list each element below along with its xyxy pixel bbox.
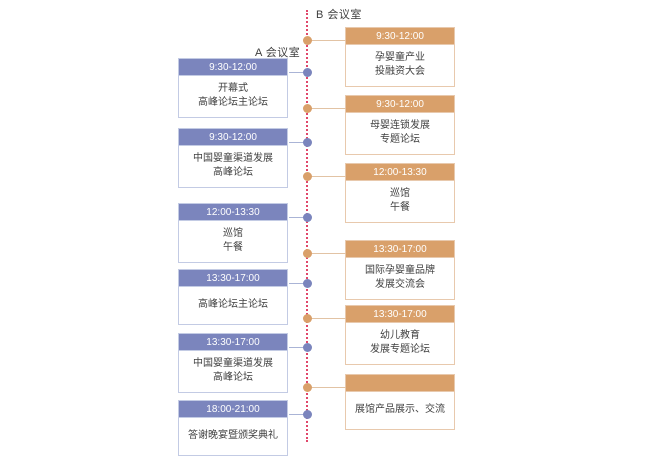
event-time: 9:30-12:00 [346, 96, 454, 113]
connector-right-5 [311, 318, 346, 319]
event-title: 中国婴童渠道发展 高峰论坛 [179, 351, 287, 392]
event-title-line: 答谢晚宴暨颁奖典礼 [188, 430, 278, 441]
event-title-line: 孕婴童产业 [375, 52, 425, 63]
event-card-right-2[interactable]: 9:30-12:00 母婴连锁发展 专题论坛 [345, 95, 455, 155]
connector-left-6 [289, 414, 308, 415]
event-card-right-1[interactable]: 9:30-12:00 孕婴童产业 投融资大会 [345, 27, 455, 87]
event-title-line: 高峰论坛 [213, 372, 253, 383]
connector-left-5 [289, 347, 308, 348]
event-title: 中国婴童渠道发展 高峰论坛 [179, 146, 287, 187]
event-time: 9:30-12:00 [179, 59, 287, 76]
event-title: 巡馆 午餐 [179, 221, 287, 262]
event-title: 孕婴童产业 投融资大会 [346, 45, 454, 86]
event-time: 12:00-13:30 [179, 204, 287, 221]
connector-right-6 [311, 387, 346, 388]
event-time: 13:30-17:00 [179, 270, 287, 287]
event-time: 18:00-21:00 [179, 401, 287, 418]
event-title: 展馆产品展示、交流 [346, 392, 454, 429]
event-card-right-5[interactable]: 13:30-17:00 幼儿教育 发展专题论坛 [345, 305, 455, 365]
timeline-dot-right-3 [303, 172, 312, 181]
timeline-dot-left-5 [303, 343, 312, 352]
event-title-line: 开幕式 [218, 83, 248, 94]
event-time [346, 375, 454, 392]
event-title-line: 高峰论坛主论坛 [198, 97, 268, 108]
timeline-dot-left-2 [303, 138, 312, 147]
event-time: 13:30-17:00 [346, 241, 454, 258]
timeline-dot-left-3 [303, 213, 312, 222]
timeline-dot-right-4 [303, 249, 312, 258]
event-card-left-2[interactable]: 9:30-12:00 中国婴童渠道发展 高峰论坛 [178, 128, 288, 188]
timeline-axis [306, 10, 308, 442]
event-title: 母婴连锁发展 专题论坛 [346, 113, 454, 154]
timeline-dot-right-6 [303, 383, 312, 392]
event-title: 高峰论坛主论坛 [179, 287, 287, 324]
event-title-line: 中国婴童渠道发展 [193, 153, 273, 164]
event-card-right-6[interactable]: 展馆产品展示、交流 [345, 374, 455, 430]
event-card-left-3[interactable]: 12:00-13:30 巡馆 午餐 [178, 203, 288, 263]
connector-left-4 [289, 283, 308, 284]
event-time: 13:30-17:00 [346, 306, 454, 323]
event-title-line: 幼儿教育 [380, 330, 420, 341]
event-title-line: 午餐 [390, 202, 410, 213]
event-title: 国际孕婴童品牌 发展交流会 [346, 258, 454, 299]
event-title-line: 巡馆 [223, 228, 243, 239]
event-title-line: 国际孕婴童品牌 [365, 265, 435, 276]
event-title-line: 巡馆 [390, 188, 410, 199]
event-title-line: 发展专题论坛 [370, 344, 430, 355]
event-title: 答谢晚宴暨颁奖典礼 [179, 418, 287, 455]
event-title-line: 发展交流会 [375, 279, 425, 290]
connector-left-3 [289, 217, 308, 218]
column-header-room-a: A 会议室 [255, 47, 301, 59]
event-time: 9:30-12:00 [346, 28, 454, 45]
timeline-dot-right-2 [303, 104, 312, 113]
connector-right-2 [311, 108, 346, 109]
event-card-right-4[interactable]: 13:30-17:00 国际孕婴童品牌 发展交流会 [345, 240, 455, 300]
event-title-line: 展馆产品展示、交流 [355, 404, 445, 415]
event-card-left-5[interactable]: 13:30-17:00 中国婴童渠道发展 高峰论坛 [178, 333, 288, 393]
event-title: 开幕式 高峰论坛主论坛 [179, 76, 287, 117]
event-title-line: 高峰论坛 [213, 167, 253, 178]
event-card-left-6[interactable]: 18:00-21:00 答谢晚宴暨颁奖典礼 [178, 400, 288, 456]
connector-right-4 [311, 253, 346, 254]
connector-right-1 [311, 40, 346, 41]
event-time: 13:30-17:00 [179, 334, 287, 351]
connector-left-2 [289, 142, 308, 143]
event-title-line: 午餐 [223, 242, 243, 253]
timeline-dot-left-4 [303, 279, 312, 288]
event-card-left-4[interactable]: 13:30-17:00 高峰论坛主论坛 [178, 269, 288, 325]
event-time: 9:30-12:00 [179, 129, 287, 146]
event-title-line: 中国婴童渠道发展 [193, 358, 273, 369]
event-title-line: 投融资大会 [375, 66, 425, 77]
event-card-right-3[interactable]: 12:00-13:30 巡馆 午餐 [345, 163, 455, 223]
event-card-left-1[interactable]: 9:30-12:00 开幕式 高峰论坛主论坛 [178, 58, 288, 118]
event-title-line: 高峰论坛主论坛 [198, 299, 268, 310]
event-title-line: 母婴连锁发展 [370, 120, 430, 131]
connector-left-1 [289, 72, 308, 73]
timeline-dot-left-1 [303, 68, 312, 77]
event-title: 巡馆 午餐 [346, 181, 454, 222]
timeline-dot-left-6 [303, 410, 312, 419]
event-time: 12:00-13:30 [346, 164, 454, 181]
timeline-dot-right-5 [303, 314, 312, 323]
timeline-dot-right-1 [303, 36, 312, 45]
column-header-room-b: B 会议室 [316, 9, 362, 21]
event-title: 幼儿教育 发展专题论坛 [346, 323, 454, 364]
connector-right-3 [311, 176, 346, 177]
event-title-line: 专题论坛 [380, 134, 420, 145]
